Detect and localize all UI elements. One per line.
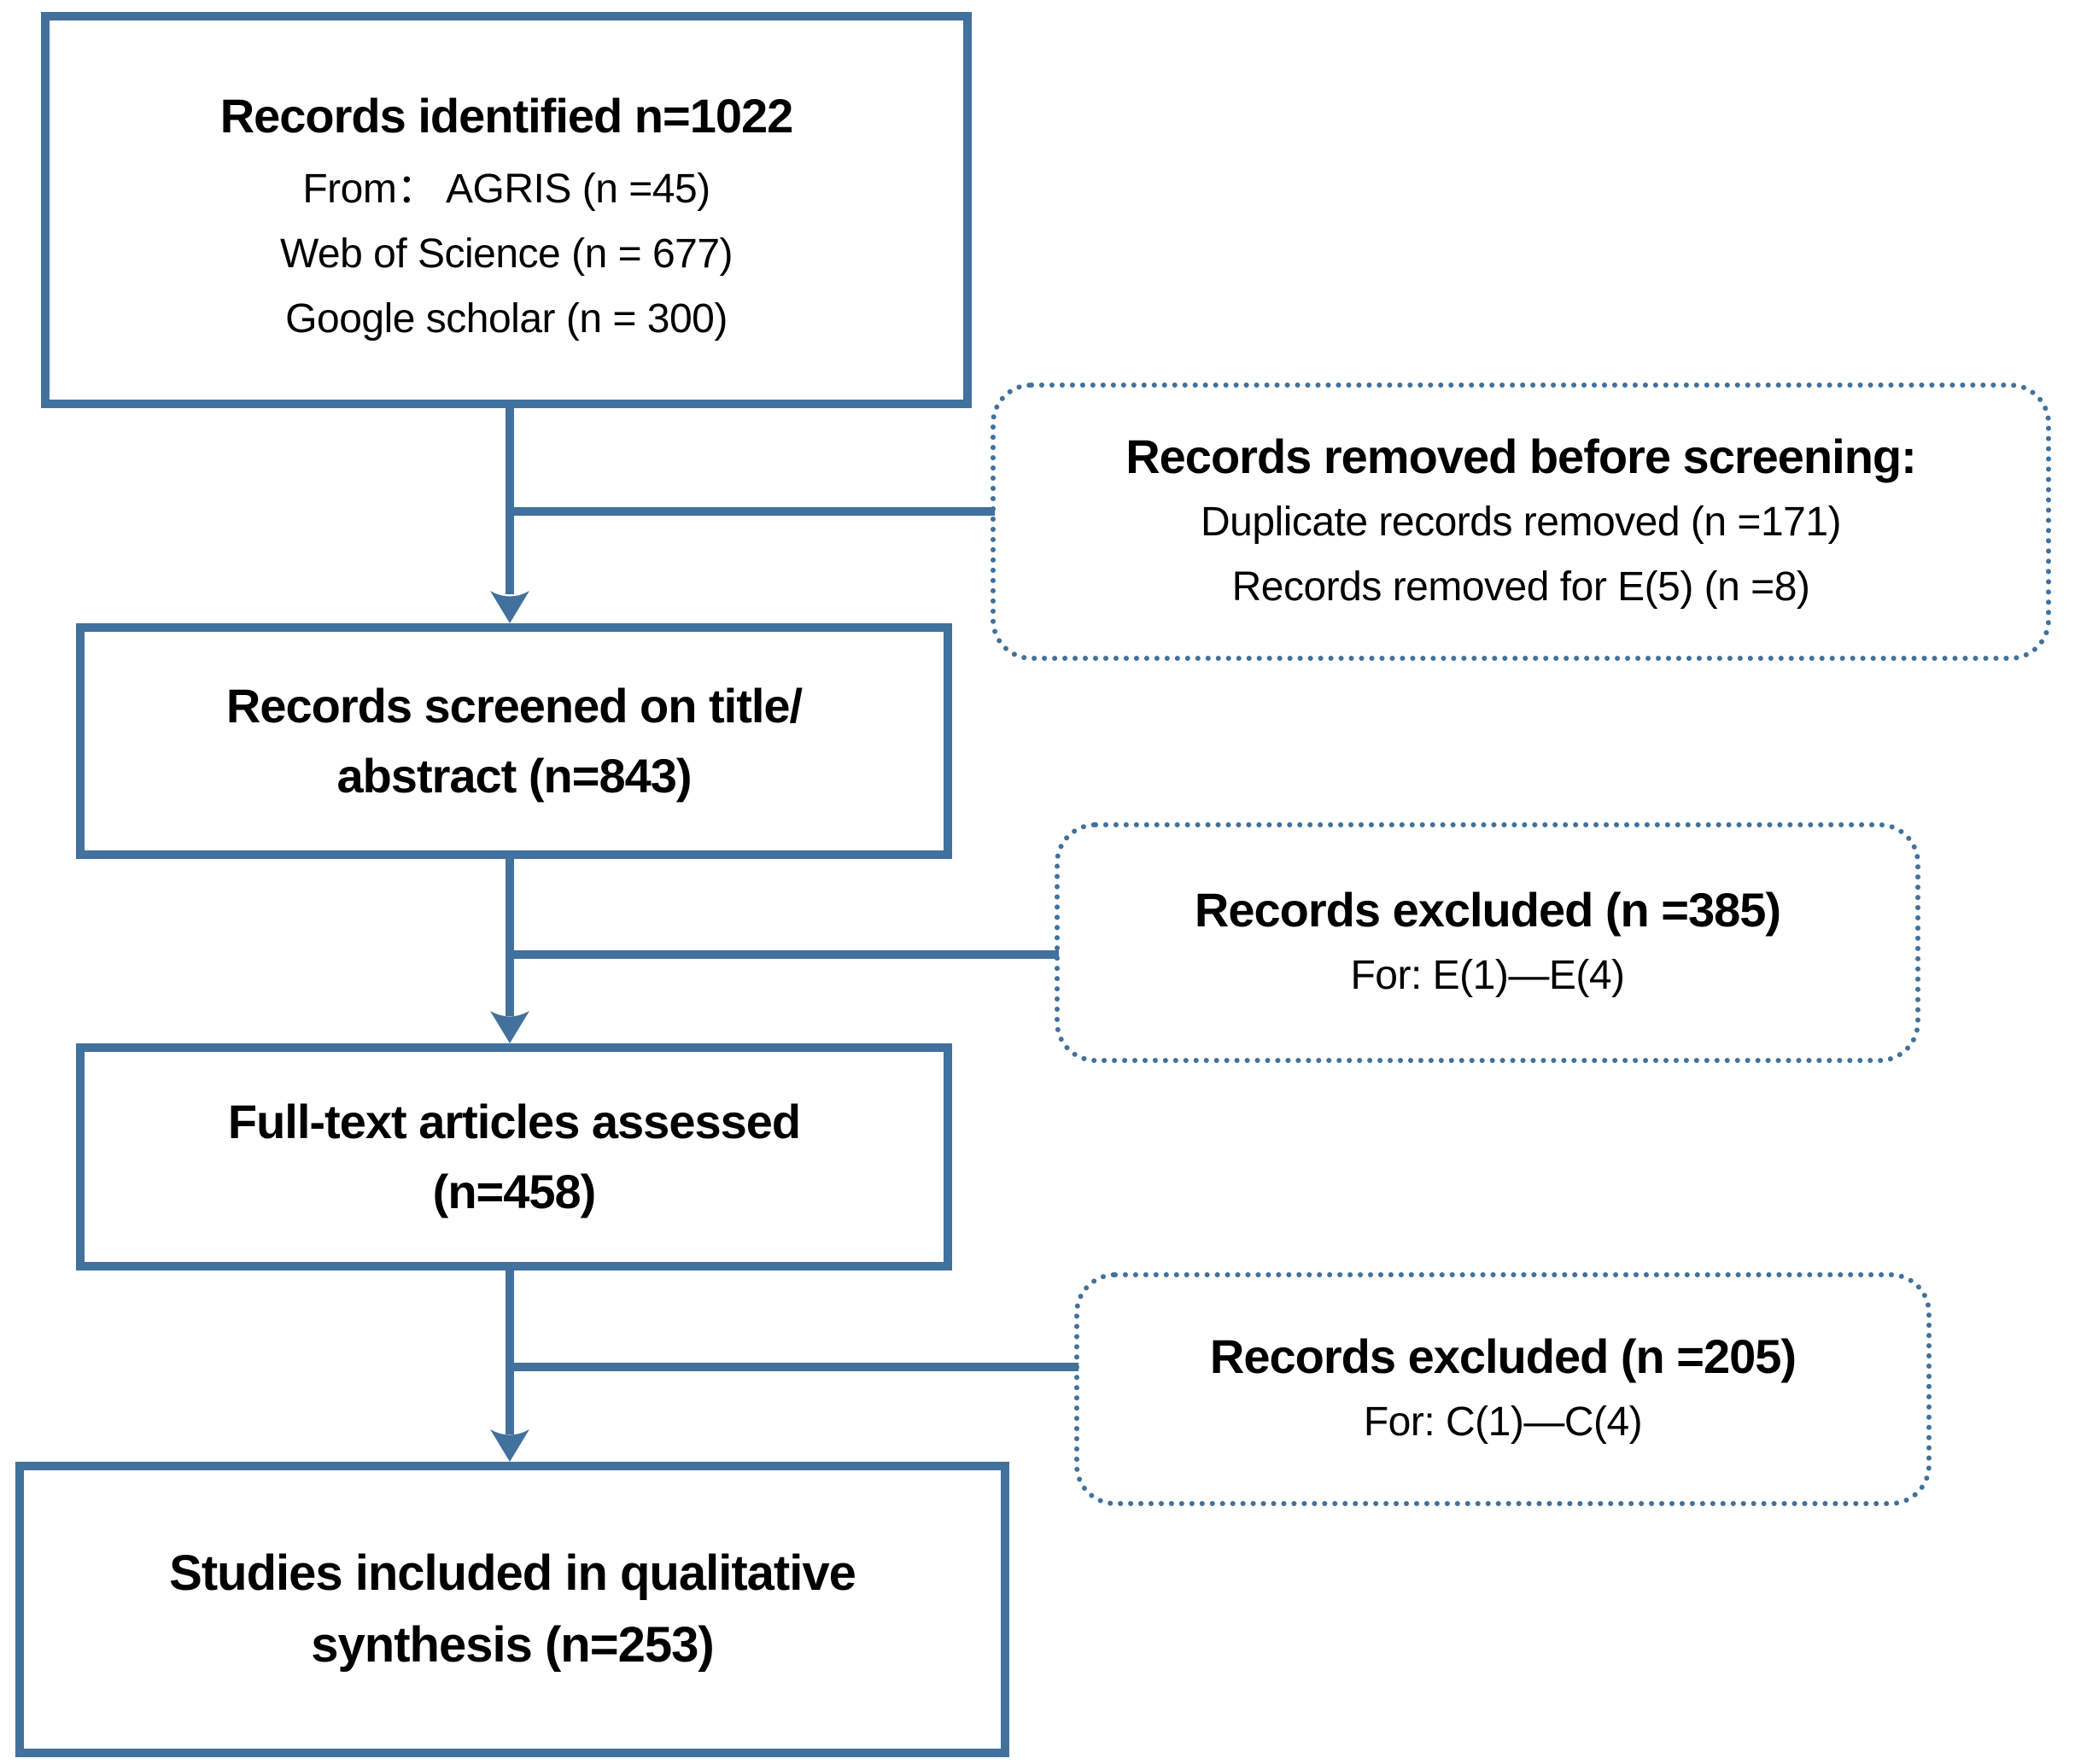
excluded-screening-reasons: For: E(1)—E(4) [1350,953,1625,998]
records-identified-title: Records identified n=1022 [219,89,794,143]
connector-identified-to-screened [506,408,514,594]
excluded-screening-title: Records excluded (n =385) [1194,883,1781,937]
fulltext-assessed-line-1: Full-text articles assessed [227,1095,801,1148]
branch-to-excluded-fulltext-callout [510,1363,1078,1371]
callout-removed-before-screening: Records removed before screening: Duplic… [991,383,2051,661]
callout-records-excluded-fulltext: Records excluded (n =205) For: C(1)—C(4) [1074,1272,1932,1506]
records-screened-line-1: Records screened on title/ [225,679,803,733]
studies-included-line-2: synthesis (n=253) [311,1617,714,1673]
branch-to-excluded-screening-callout [510,950,1059,959]
box-records-screened: Records screened on title/ abstract (n=8… [76,623,952,859]
records-screened-line-2: abstract (n=843) [336,749,692,803]
source-web-of-science: Web of Science (n = 677) [279,231,734,277]
studies-included-line-1: Studies included in qualitative [169,1545,856,1601]
excluded-fulltext-reasons: For: C(1)—C(4) [1363,1399,1643,1445]
excluded-fulltext-title: Records excluded (n =205) [1209,1329,1797,1383]
records-removed-e5-line: Records removed for E(5) (n =8) [1231,564,1810,610]
source-agris: From： AGRIS (n =45) [302,166,710,212]
box-fulltext-assessed: Full-text articles assessed (n=458) [76,1043,952,1270]
arrowhead-down-icon [490,591,529,623]
arrowhead-down-icon [490,1429,529,1462]
source-google-scholar: Google scholar (n = 300) [285,296,728,342]
box-studies-included: Studies included in qualitative synthesi… [15,1462,1009,1757]
connector-fulltext-to-included [506,1270,514,1434]
callout-records-excluded-screening: Records excluded (n =385) For: E(1)—E(4) [1055,822,1920,1063]
duplicates-removed-line: Duplicate records removed (n =171) [1200,499,1842,545]
fulltext-assessed-line-2: (n=458) [432,1165,597,1218]
arrowhead-down-icon [490,1011,529,1043]
removed-before-screening-title: Records removed before screening: [1125,429,1917,483]
connector-screened-to-fulltext [506,859,514,1016]
records-identified-sources: From： AGRIS (n =45) Web of Science (n = … [279,157,734,352]
box-records-identified: Records identified n=1022 From： AGRIS (n… [41,12,972,408]
branch-to-removed-callout [510,507,995,516]
